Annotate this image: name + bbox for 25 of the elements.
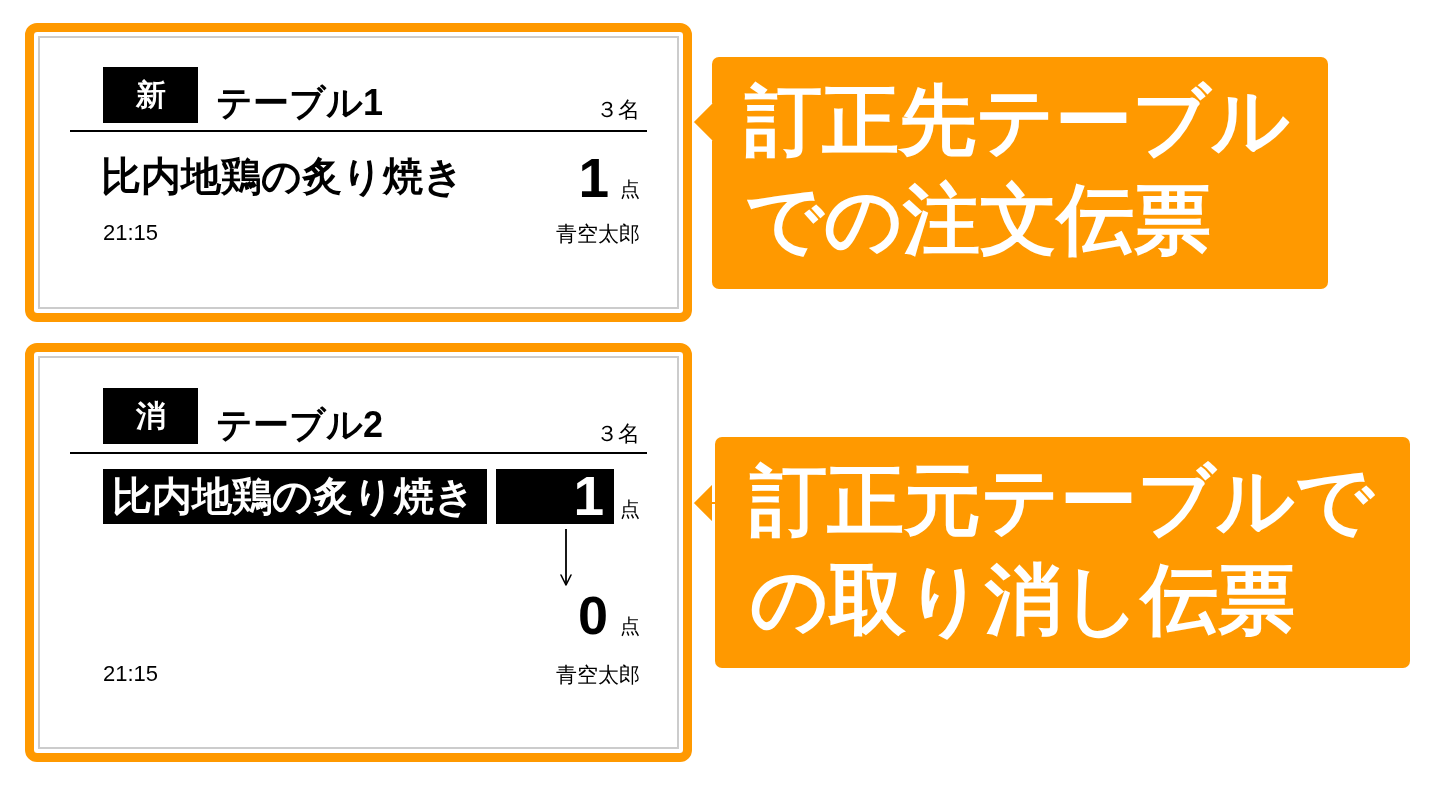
order-time: 21:15 [103,663,159,685]
staff-name: 青空太郎 [556,664,640,685]
status-badge: 消 [103,388,198,444]
callout-box: 訂正先テーブルでの注文伝票 [712,57,1328,289]
quantity: 1 [578,151,609,206]
callout-pointer [692,102,713,142]
status-badge: 新 [103,67,198,123]
callout-box: 訂正元テーブルでの取り消し伝票 [715,437,1410,668]
highlighted-item-name: 比内地鶏の炙り焼き [103,469,487,524]
order-slip [25,343,692,762]
table-name: テーブル1 [216,85,384,121]
unit-label: 点 [620,616,640,636]
quantity: 0 [564,588,608,642]
unit-label: 点 [620,179,640,199]
unit-label: 点 [620,499,640,519]
callout-pointer [692,483,716,523]
guest-count: ３名 [596,99,640,121]
staff-name: 青空太郎 [556,223,640,244]
guest-count: ３名 [596,423,640,445]
item-name: 比内地鶏の炙り焼き [101,156,464,196]
order-time: 21:15 [103,222,159,244]
highlighted-quantity: 1 [496,469,614,524]
arrow [560,528,572,586]
table-name: テーブル2 [216,407,384,443]
order-slip [25,23,692,322]
